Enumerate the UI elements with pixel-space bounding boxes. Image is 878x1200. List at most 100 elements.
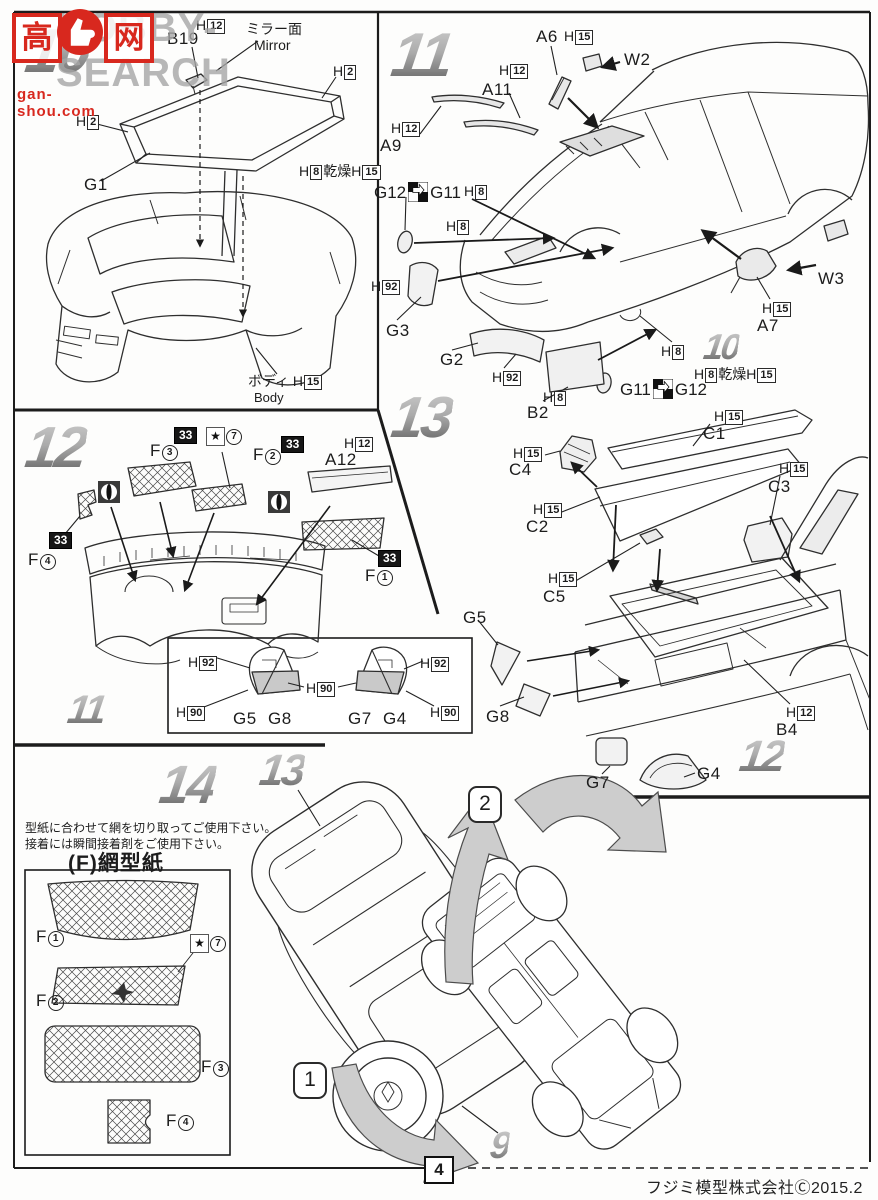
part-a6: A6 — [536, 27, 558, 46]
step11-small-parts-art — [407, 53, 849, 393]
part-g2: G2 — [440, 350, 464, 369]
watermark-logo-left-char: 高 — [12, 13, 62, 63]
watermark-thumb-icon — [57, 9, 103, 55]
part-w3: W3 — [818, 269, 845, 288]
callout-2: 2 — [468, 786, 502, 823]
mesh-template-title: (F)網型紙 — [68, 852, 164, 875]
part-g8: G8 — [486, 707, 510, 726]
decal33-f3: 33 — [174, 427, 198, 445]
star7-template: ★7 — [190, 934, 226, 953]
page-number-box: 4 — [424, 1156, 454, 1184]
part-b2: B2 — [527, 403, 549, 422]
ref-step13: 13 — [256, 746, 307, 795]
step14-mesh-templates-art — [44, 879, 201, 1144]
part-g4: G4 — [697, 764, 721, 783]
part-c1: C1 — [703, 424, 726, 443]
star7-dash: ★7 — [206, 427, 242, 446]
part-c3: C3 — [768, 477, 791, 496]
step10-roof-panel-art — [119, 73, 345, 257]
part-g3: G3 — [386, 321, 410, 340]
part-c4: C4 — [509, 460, 532, 479]
taillight-inset-art — [248, 646, 408, 695]
lens-icon-left — [98, 481, 120, 508]
lens-icon-right — [268, 491, 290, 518]
step13-rear-car-art — [574, 456, 871, 737]
step13-parts-art — [490, 409, 813, 790]
section-dividers — [13, 10, 871, 1169]
decal33-f4: 33 — [49, 532, 73, 550]
note-mirror-en: Mirror — [254, 37, 291, 53]
ref-step12: 12 — [736, 732, 787, 781]
note-cut-mesh: 型紙に合わせて網を切り取ってご使用下さい。 — [25, 821, 277, 835]
part-g5-inset: G5 — [233, 709, 257, 728]
part-g8-inset: G8 — [268, 709, 292, 728]
part-g4-inset: G4 — [383, 709, 407, 728]
big-gray-arrows — [331, 774, 667, 1183]
part-g7-inset: G7 — [348, 709, 372, 728]
part-c5: C5 — [543, 587, 566, 606]
part-a7: A7 — [757, 316, 779, 335]
step13-number: 13 — [387, 385, 456, 450]
note-mirror-jp: ミラー面 — [246, 21, 302, 37]
part-w2: W2 — [624, 50, 651, 69]
part-b19: B19 — [167, 29, 199, 48]
assembly-arrows — [110, 56, 817, 697]
decal33-f1: 33 — [378, 550, 402, 568]
decal33-f2: 33 — [281, 436, 305, 454]
watermark-logo-right-char: 网 — [104, 13, 154, 63]
part-a9: A9 — [380, 136, 402, 155]
part-g1: G1 — [84, 175, 108, 194]
step12-dashboard-art — [77, 461, 393, 665]
watermark-domain-text: gan-shou.com — [17, 86, 96, 120]
part-c2: C2 — [526, 517, 549, 536]
step14-number: 14 — [155, 755, 219, 815]
copyright-text: フジミ模型株式会社Ⓒ2015.2 — [646, 1180, 863, 1197]
part-g5: G5 — [463, 608, 487, 627]
ref-step11: 11 — [64, 688, 107, 732]
part-a12: A12 — [325, 450, 357, 469]
ref-step9: 9 — [487, 1125, 512, 1167]
step12-number: 12 — [21, 415, 90, 480]
callout-1: 1 — [293, 1062, 327, 1099]
ref-step10: 10 — [701, 326, 741, 367]
part-b4: B4 — [776, 720, 798, 739]
